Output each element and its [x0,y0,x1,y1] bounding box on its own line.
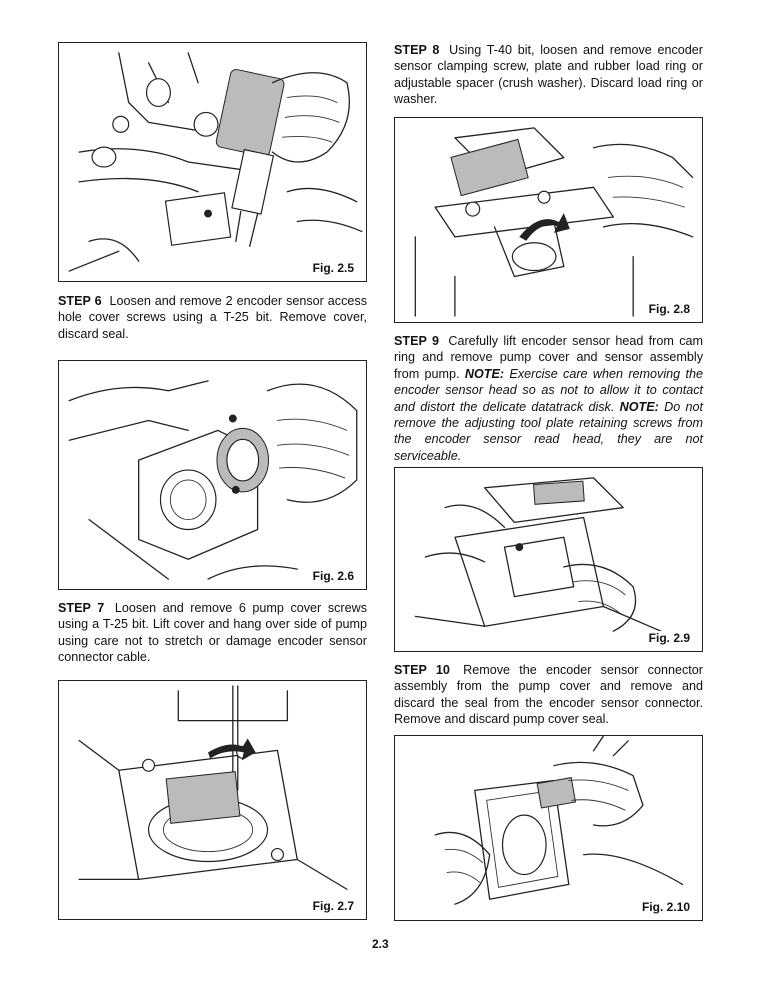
step-6-paragraph: STEP 6 Loosen and remove 2 encoder senso… [58,293,367,342]
figure-caption: Fig. 2.10 [639,900,692,914]
step-text: Loosen and remove 6 pump cover screws us… [58,601,368,665]
step-label: STEP 9 [394,334,440,348]
illustration-clamping-screw [414,127,694,317]
figure-caption: Fig. 2.5 [310,261,356,275]
illustration-pump-cover [78,685,348,890]
step-text: Using T-40 bit, loosen and remove encode… [394,43,704,107]
step-text: Carefully lift encoder sensor head from … [394,334,703,381]
step-label: STEP 6 [58,294,102,308]
step-7-paragraph: STEP 7 Loosen and remove 6 pump cover sc… [58,600,367,666]
figure-2-10: Fig. 2.10 [394,735,703,921]
illustration-encoder-connector [68,52,363,272]
figure-2-5: Fig. 2.5 [58,42,367,282]
note-label: NOTE: [619,399,659,414]
step-text: Loosen and remove 2 encoder sensor acces… [58,294,367,341]
figure-caption: Fig. 2.9 [646,631,692,645]
illustration-sensor-head [414,477,674,637]
figure-2-6: Fig. 2.6 [58,360,367,590]
illustration-connector-seal [434,736,684,905]
figure-caption: Fig. 2.8 [646,302,692,316]
note-text: Do not remove the adjusting tool plate r… [394,399,704,463]
page-number: 2.3 [372,937,389,951]
figure-2-8: Fig. 2.8 [394,117,703,323]
figure-2-9: Fig. 2.9 [394,467,703,652]
illustration-access-cover [68,380,358,580]
note-label: NOTE: [464,366,505,381]
step-10-paragraph: STEP 10 Remove the encoder sensor connec… [394,662,703,728]
note-text: Exercise care when removing the encoder … [394,366,703,414]
step-label: STEP 7 [58,601,105,615]
figure-caption: Fig. 2.7 [310,899,356,913]
step-label: STEP 8 [394,43,440,57]
figure-2-7: Fig. 2.7 [58,680,367,920]
step-9-paragraph: STEP 9 Carefully lift encoder sensor hea… [394,333,703,464]
step-label: STEP 10 [394,663,450,677]
figure-caption: Fig. 2.6 [310,569,356,583]
step-text: Remove the encoder sensor connector asse… [394,663,703,727]
step-8-paragraph: STEP 8 Using T-40 bit, loosen and remove… [394,42,703,108]
